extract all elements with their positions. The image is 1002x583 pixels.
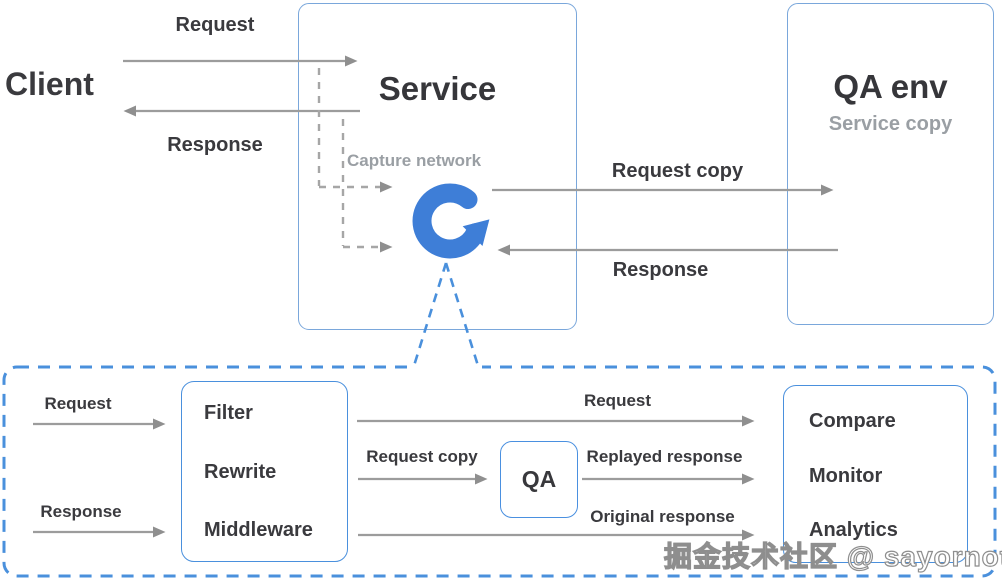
detail-replayed-response-label: Replayed response: [586, 447, 743, 466]
qa-box-label: QA: [521, 466, 557, 492]
client-label: Client: [5, 66, 94, 102]
qa-env-box: QA env Service copy: [787, 3, 994, 325]
qa-response-label: Response: [612, 259, 709, 281]
detail-request-in-label: Request: [44, 394, 112, 413]
qa-env-title: QA env: [833, 68, 948, 105]
analysis-item-monitor: Monitor: [809, 464, 883, 487]
detail-original-response-label: Original response: [590, 507, 735, 526]
response-label: Response: [167, 134, 263, 156]
processor-item-filter: Filter: [204, 402, 253, 424]
processor-item-rewrite: Rewrite: [204, 460, 277, 483]
detail-response-in-label: Response: [40, 502, 122, 521]
processor-box: Filter Rewrite Middleware: [181, 381, 348, 562]
analysis-item-compare: Compare: [809, 410, 896, 432]
capture-network-label: Capture network: [347, 151, 482, 170]
detail-request-copy-label: Request copy: [366, 447, 478, 466]
request-copy-label: Request copy: [611, 160, 744, 182]
watermark: 掘金技术社区 @ sayornottt: [663, 540, 1002, 572]
panel-border-gap-mask: [410, 361, 482, 373]
service-title: Service: [378, 70, 497, 107]
qa-box: QA: [500, 441, 578, 518]
detail-request-out-label: Request: [583, 391, 652, 410]
qa-env-subtitle: Service copy: [828, 113, 953, 135]
request-label: Request: [175, 14, 255, 36]
processor-item-middleware: Middleware: [204, 519, 313, 541]
